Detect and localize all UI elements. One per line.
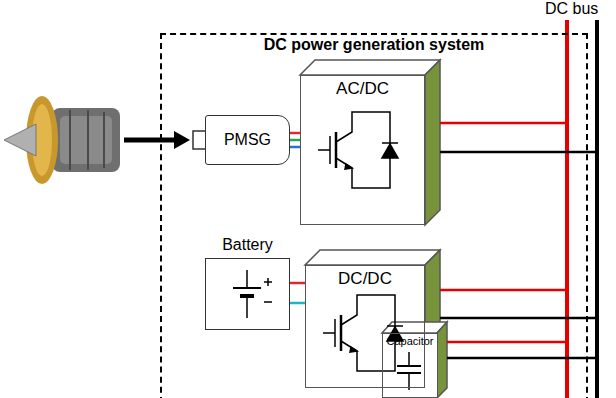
converter-box: AC/DC	[300, 75, 425, 225]
capacitor-box: Capacitor	[382, 333, 438, 398]
battery-symbol	[233, 270, 272, 318]
drive-arrow	[124, 131, 190, 149]
wire-connector	[290, 283, 305, 303]
bus-label: DC bus	[545, 0, 598, 18]
engine-illustration	[4, 96, 120, 184]
converter-box: DC/DC	[305, 265, 425, 388]
node-title: Battery	[205, 236, 290, 254]
node-title: DC/DC	[306, 266, 424, 289]
battery-outline	[205, 258, 290, 330]
node-title: AC/DC	[301, 76, 424, 99]
node-title: DC power generation system	[162, 36, 586, 54]
battery-box: Battery	[205, 236, 290, 330]
system-boundary: DC power generation systemPMSG AC/DC Batte…	[160, 33, 588, 398]
node-title: PMSG	[224, 131, 271, 149]
bus-negative	[595, 20, 599, 398]
igbt-symbol	[318, 112, 398, 188]
bus-connection	[440, 123, 597, 358]
node-title: Capacitor	[383, 334, 437, 347]
capacitor-symbol	[397, 352, 421, 390]
generator-box: PMSG	[205, 115, 290, 165]
converter-3d-faces	[205, 60, 447, 398]
wire-connector	[290, 133, 300, 147]
